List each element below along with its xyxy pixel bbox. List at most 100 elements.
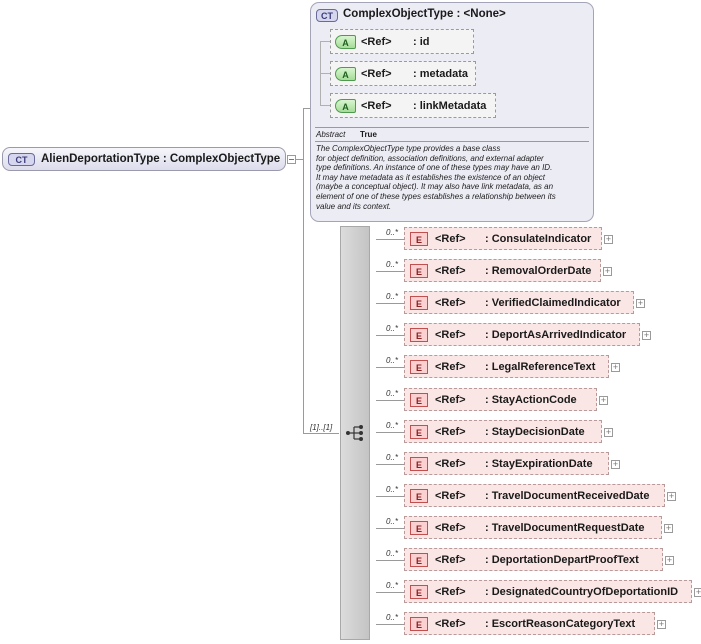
element-name: : StayExpirationDate [485, 458, 593, 470]
element-node[interactable]: E<Ref>: DeportAsArrivedIndicator [404, 323, 640, 346]
doc-line: for object definition, association defin… [316, 153, 544, 163]
expand-icon[interactable]: + [603, 266, 612, 276]
expand-icon[interactable]: + [667, 491, 676, 501]
element-node[interactable]: E<Ref>: LegalReferenceText [404, 355, 609, 378]
element-node[interactable]: E <Ref> : ConsulateIndicator [404, 227, 602, 250]
element-icon: E [410, 360, 428, 374]
connector-line [296, 159, 303, 160]
element-icon: E [410, 553, 428, 567]
attribute-name: : metadata [413, 68, 469, 80]
expand-icon[interactable]: + [604, 427, 613, 437]
element-icon: E [410, 585, 428, 599]
abstract-label: Abstract [316, 130, 346, 139]
connector-line [303, 108, 311, 109]
sequence-cardinality: [1]..[1] [310, 423, 333, 432]
doc-line: value and its context. [316, 201, 392, 211]
connector-line [320, 73, 330, 74]
connector-line [376, 592, 404, 593]
element-node[interactable]: E<Ref>: RemovalOrderDate [404, 259, 601, 282]
element-name: : ConsulateIndicator [485, 233, 592, 245]
expand-icon[interactable]: + [599, 395, 608, 405]
element-node[interactable]: E <Ref> : DesignatedCountryOfDeportationID [404, 580, 692, 603]
doc-line: (maybe a conceptual object). It may also… [316, 182, 554, 192]
expand-icon[interactable]: + [604, 234, 613, 244]
root-type-label: AlienDeportationType : ComplexObjectType [41, 153, 281, 165]
expand-icon[interactable]: + [664, 523, 673, 533]
connector-line [376, 432, 404, 433]
element-node[interactable]: E <Ref> : StayExpirationDate [404, 452, 609, 475]
element-node[interactable]: E<Ref>: StayActionCode [404, 388, 597, 411]
expand-icon[interactable]: + [611, 362, 620, 372]
element-node[interactable]: E<Ref>: DeportationDepartProofText [404, 548, 663, 571]
element-node[interactable]: E<Ref>: EscortReasonCategoryText [404, 612, 655, 635]
abstract-value: True [360, 130, 377, 139]
connector-line [376, 239, 404, 240]
attribute-icon: A [335, 67, 356, 81]
root-type-node[interactable]: CT AlienDeportationType : ComplexObjectT… [2, 147, 286, 171]
expand-icon[interactable]: + [642, 330, 651, 340]
ref-label: <Ref> [435, 490, 466, 502]
sequence-icon [346, 425, 363, 441]
element-name: : EscortReasonCategoryText [485, 618, 636, 630]
base-complex-type-box[interactable]: CT ComplexObjectType : <None> A <Ref> : … [310, 2, 594, 222]
ref-label: <Ref> [435, 458, 466, 470]
ref-label: <Ref> [435, 522, 466, 534]
ref-label: <Ref> [435, 233, 466, 245]
expand-icon[interactable]: + [657, 619, 666, 629]
element-cardinality: 0..* [386, 292, 399, 301]
complex-type-icon: CT [316, 9, 338, 22]
expand-icon[interactable]: + [611, 459, 620, 469]
element-icon: E [410, 328, 428, 342]
connector-line [376, 271, 404, 272]
divider [315, 127, 589, 128]
connector-line [376, 335, 404, 336]
element-node[interactable]: E<Ref>: TravelDocumentReceivedDate [404, 484, 665, 507]
element-icon: E [410, 232, 428, 246]
connector-line [376, 496, 404, 497]
attribute-metadata[interactable]: A <Ref> : metadata [330, 61, 476, 86]
connector-line [376, 464, 404, 465]
attribute-id[interactable]: A <Ref> : id [330, 29, 474, 54]
attribute-linkmetadata[interactable]: A <Ref> : linkMetadata [330, 93, 496, 118]
element-cardinality: 0..* [386, 421, 399, 430]
element-icon: E [410, 617, 428, 631]
element-cardinality: 0..* [386, 453, 399, 462]
element-name: : VerifiedClaimedIndicator [485, 297, 621, 309]
doc-line: The ComplexObjectType type provides a ba… [316, 144, 501, 153]
element-node[interactable]: E<Ref>: VerifiedClaimedIndicator [404, 291, 634, 314]
root-collapse-icon[interactable] [287, 155, 296, 164]
element-cardinality: 0..* [386, 324, 399, 333]
expand-icon[interactable]: + [694, 587, 701, 597]
element-icon: E [410, 393, 428, 407]
element-icon: E [410, 489, 428, 503]
element-cardinality: 0..* [386, 485, 399, 494]
ref-label: <Ref> [435, 394, 466, 406]
ref-label: <Ref> [435, 426, 466, 438]
ref-label: <Ref> [361, 36, 392, 48]
element-name: : LegalReferenceText [485, 361, 596, 373]
element-icon: E [410, 264, 428, 278]
connector-line [376, 560, 404, 561]
ref-label: <Ref> [435, 265, 466, 277]
element-icon: E [410, 457, 428, 471]
element-icon: E [410, 521, 428, 535]
element-icon: E [410, 425, 428, 439]
ref-label: <Ref> [435, 586, 466, 598]
element-cardinality: 0..* [386, 356, 399, 365]
attribute-icon: A [335, 35, 356, 49]
expand-icon[interactable]: + [636, 298, 645, 308]
element-cardinality: 0..* [386, 549, 399, 558]
element-node[interactable]: E<Ref>: StayDecisionDate [404, 420, 602, 443]
element-cardinality: 0..* [386, 581, 399, 590]
doc-line: element of one of these types establishe… [316, 191, 556, 201]
connector-line [320, 41, 330, 42]
base-type-title: ComplexObjectType : <None> [343, 8, 506, 20]
element-node[interactable]: E<Ref>: TravelDocumentRequestDate [404, 516, 662, 539]
connector-line [303, 108, 304, 434]
expand-icon[interactable]: + [665, 555, 674, 565]
attribute-name: : id [413, 36, 430, 48]
element-name: : DesignatedCountryOfDeportationID [485, 586, 679, 598]
element-cardinality: 0..* [386, 517, 399, 526]
element-cardinality: 0..* [386, 389, 399, 398]
complex-type-icon: CT [8, 153, 35, 166]
